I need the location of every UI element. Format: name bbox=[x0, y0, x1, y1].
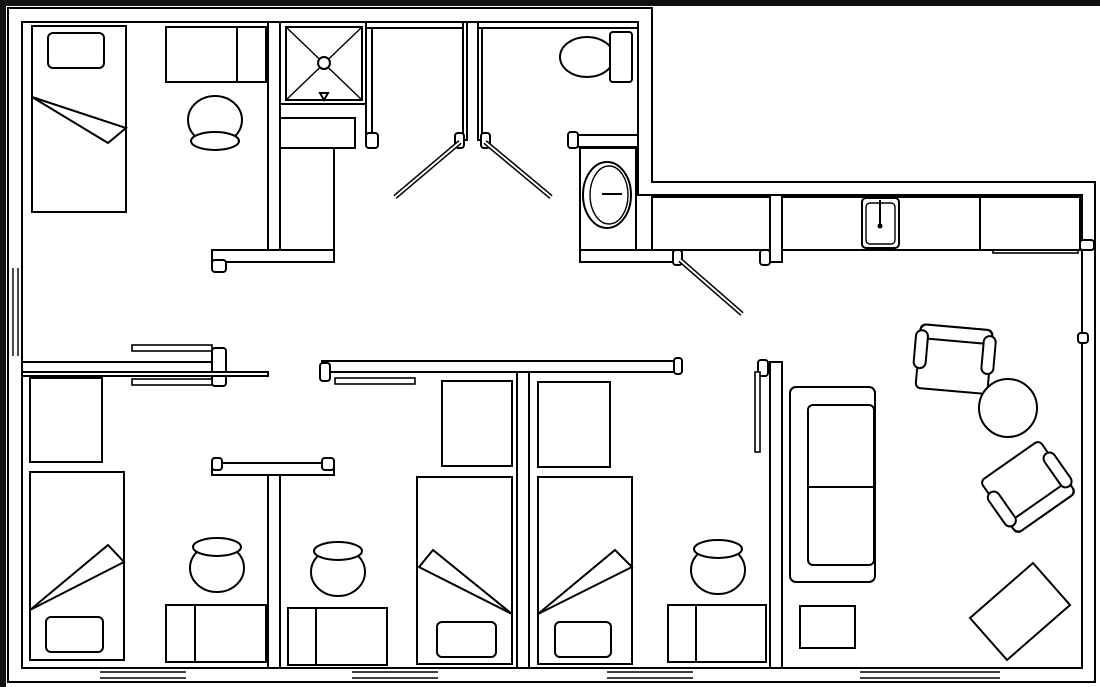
wardrobe bbox=[441, 380, 513, 467]
bed bbox=[31, 25, 129, 213]
desk bbox=[667, 604, 767, 663]
desk bbox=[165, 26, 267, 83]
pillow bbox=[47, 32, 105, 69]
end-table bbox=[799, 605, 856, 649]
bed bbox=[537, 476, 634, 665]
chair bbox=[310, 541, 366, 597]
sheet-fold bbox=[537, 548, 634, 615]
armchair bbox=[981, 441, 1075, 533]
shower bbox=[279, 21, 367, 105]
wardrobe bbox=[29, 377, 103, 463]
closet bbox=[279, 117, 356, 251]
interior-walls bbox=[21, 21, 1095, 669]
drain-icon bbox=[317, 56, 331, 70]
bed bbox=[29, 471, 126, 661]
chair bbox=[189, 537, 245, 593]
toilet bbox=[559, 31, 633, 83]
living-room bbox=[789, 323, 1075, 662]
sheet-fold bbox=[29, 543, 126, 611]
doors bbox=[131, 140, 1079, 453]
bathroom-sink bbox=[579, 147, 637, 251]
cabinet bbox=[651, 196, 771, 251]
wardrobe bbox=[537, 381, 611, 468]
window-left bbox=[9, 268, 21, 356]
coffee-table bbox=[968, 561, 1072, 662]
round-table bbox=[978, 378, 1038, 438]
sliding-door-2[interactable] bbox=[131, 378, 213, 386]
chair bbox=[187, 95, 243, 151]
bedroom-bottom-left bbox=[29, 377, 267, 663]
door-living[interactable] bbox=[754, 371, 761, 453]
bedroom-bottom-middle bbox=[287, 380, 513, 666]
windows bbox=[9, 268, 1000, 681]
pillow bbox=[436, 621, 497, 658]
bedroom-top-left bbox=[31, 25, 267, 213]
sheet-fold bbox=[417, 548, 513, 615]
sofa bbox=[789, 386, 876, 583]
window-bottom-1 bbox=[100, 669, 186, 681]
bed bbox=[416, 476, 513, 665]
pillow bbox=[554, 621, 612, 658]
kitchen bbox=[651, 196, 1081, 251]
sliding-door-3[interactable] bbox=[334, 377, 416, 385]
desk bbox=[165, 604, 267, 663]
sheet-fold bbox=[31, 96, 129, 145]
window-bottom-3 bbox=[607, 669, 693, 681]
armchair bbox=[912, 323, 997, 395]
desk bbox=[287, 607, 388, 666]
cabinet bbox=[979, 196, 1081, 251]
sliding-door-1[interactable] bbox=[131, 344, 213, 352]
pillow bbox=[45, 616, 104, 653]
bedroom-bottom-right bbox=[537, 381, 767, 665]
chair bbox=[690, 539, 746, 595]
kitchen-sink[interactable] bbox=[861, 197, 900, 249]
window-bottom-4 bbox=[860, 669, 1000, 681]
window-bottom-2 bbox=[352, 669, 438, 681]
